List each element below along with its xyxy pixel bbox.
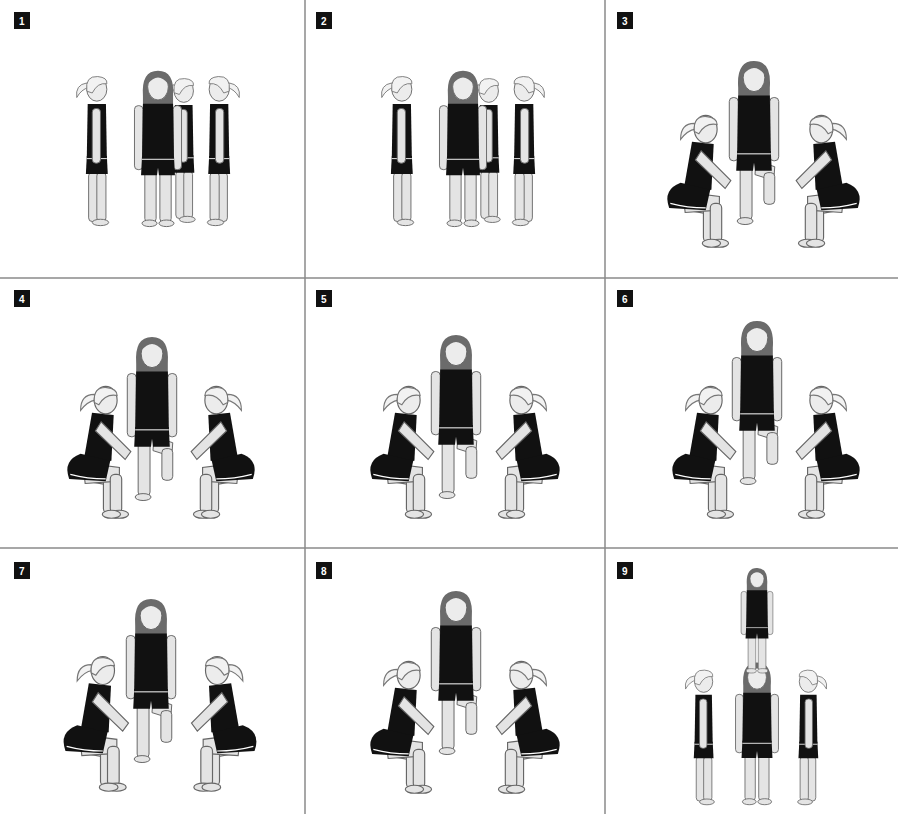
cheerleader-figure	[370, 661, 434, 793]
cheerleader-figure	[192, 657, 257, 792]
cheerleader-figure	[512, 77, 544, 226]
cheerleader-figure	[798, 670, 827, 805]
step-number: 2	[321, 16, 327, 27]
cheerleader-figure	[64, 657, 129, 792]
panel-figures	[667, 61, 859, 247]
cheerleader-figure	[439, 71, 486, 227]
step-number: 9	[622, 566, 628, 577]
cheerleader-figure	[667, 115, 731, 247]
step-number: 3	[622, 16, 628, 27]
step-number: 1	[19, 16, 25, 27]
cheerleader-figure	[370, 386, 434, 518]
panel-figures	[370, 591, 559, 793]
cheerleader-figure	[736, 663, 779, 805]
step-number-badge: 2	[316, 12, 332, 29]
cheerleader-figure	[685, 670, 714, 805]
cheerleader-figure	[496, 386, 560, 518]
step-number-badge: 4	[14, 290, 30, 307]
cheerleader-figure	[729, 61, 778, 225]
step-number-badge: 8	[316, 562, 332, 579]
panel-figures	[67, 337, 254, 518]
panel-figures	[685, 568, 826, 805]
step-number-badge: 3	[617, 12, 633, 29]
cheerleader-figure	[67, 386, 131, 518]
cheerleader-figure	[431, 591, 480, 755]
cheerleader-figure	[741, 568, 773, 673]
step-number-badge: 5	[316, 290, 332, 307]
panel-divider	[0, 277, 898, 279]
panel-divider	[304, 0, 306, 814]
panel-divider	[0, 547, 898, 549]
panel-figures	[77, 71, 240, 227]
panel-divider	[604, 0, 606, 814]
step-number: 7	[19, 566, 25, 577]
panel-figures	[382, 71, 545, 227]
panel-figures	[370, 335, 559, 518]
cheerleader-figure	[796, 386, 860, 518]
step-number-badge: 6	[617, 290, 633, 307]
cheerleader-figure	[496, 661, 560, 793]
cheerleader-figure	[77, 77, 109, 226]
step-number-badge: 1	[14, 12, 30, 29]
cheerleader-figure	[796, 115, 860, 247]
step-number: 6	[622, 294, 628, 305]
step-number: 5	[321, 294, 327, 305]
panel-figures	[672, 321, 859, 518]
cheerleader-figure	[207, 77, 239, 226]
step-number-badge: 7	[14, 562, 30, 579]
cheerleader-figure	[127, 337, 176, 501]
cheerleader-figure	[382, 77, 414, 226]
cheerleader-figure	[191, 386, 255, 518]
cheerleader-figure	[672, 386, 736, 518]
cheerleader-figure	[134, 71, 181, 227]
panel-figures	[64, 599, 257, 791]
step-number-badge: 9	[617, 562, 633, 579]
step-number: 8	[321, 566, 327, 577]
cheerleader-figure	[431, 335, 480, 499]
cheerleader-figure	[732, 321, 781, 485]
step-number: 4	[19, 294, 25, 305]
cheerleader-figure	[126, 599, 175, 763]
